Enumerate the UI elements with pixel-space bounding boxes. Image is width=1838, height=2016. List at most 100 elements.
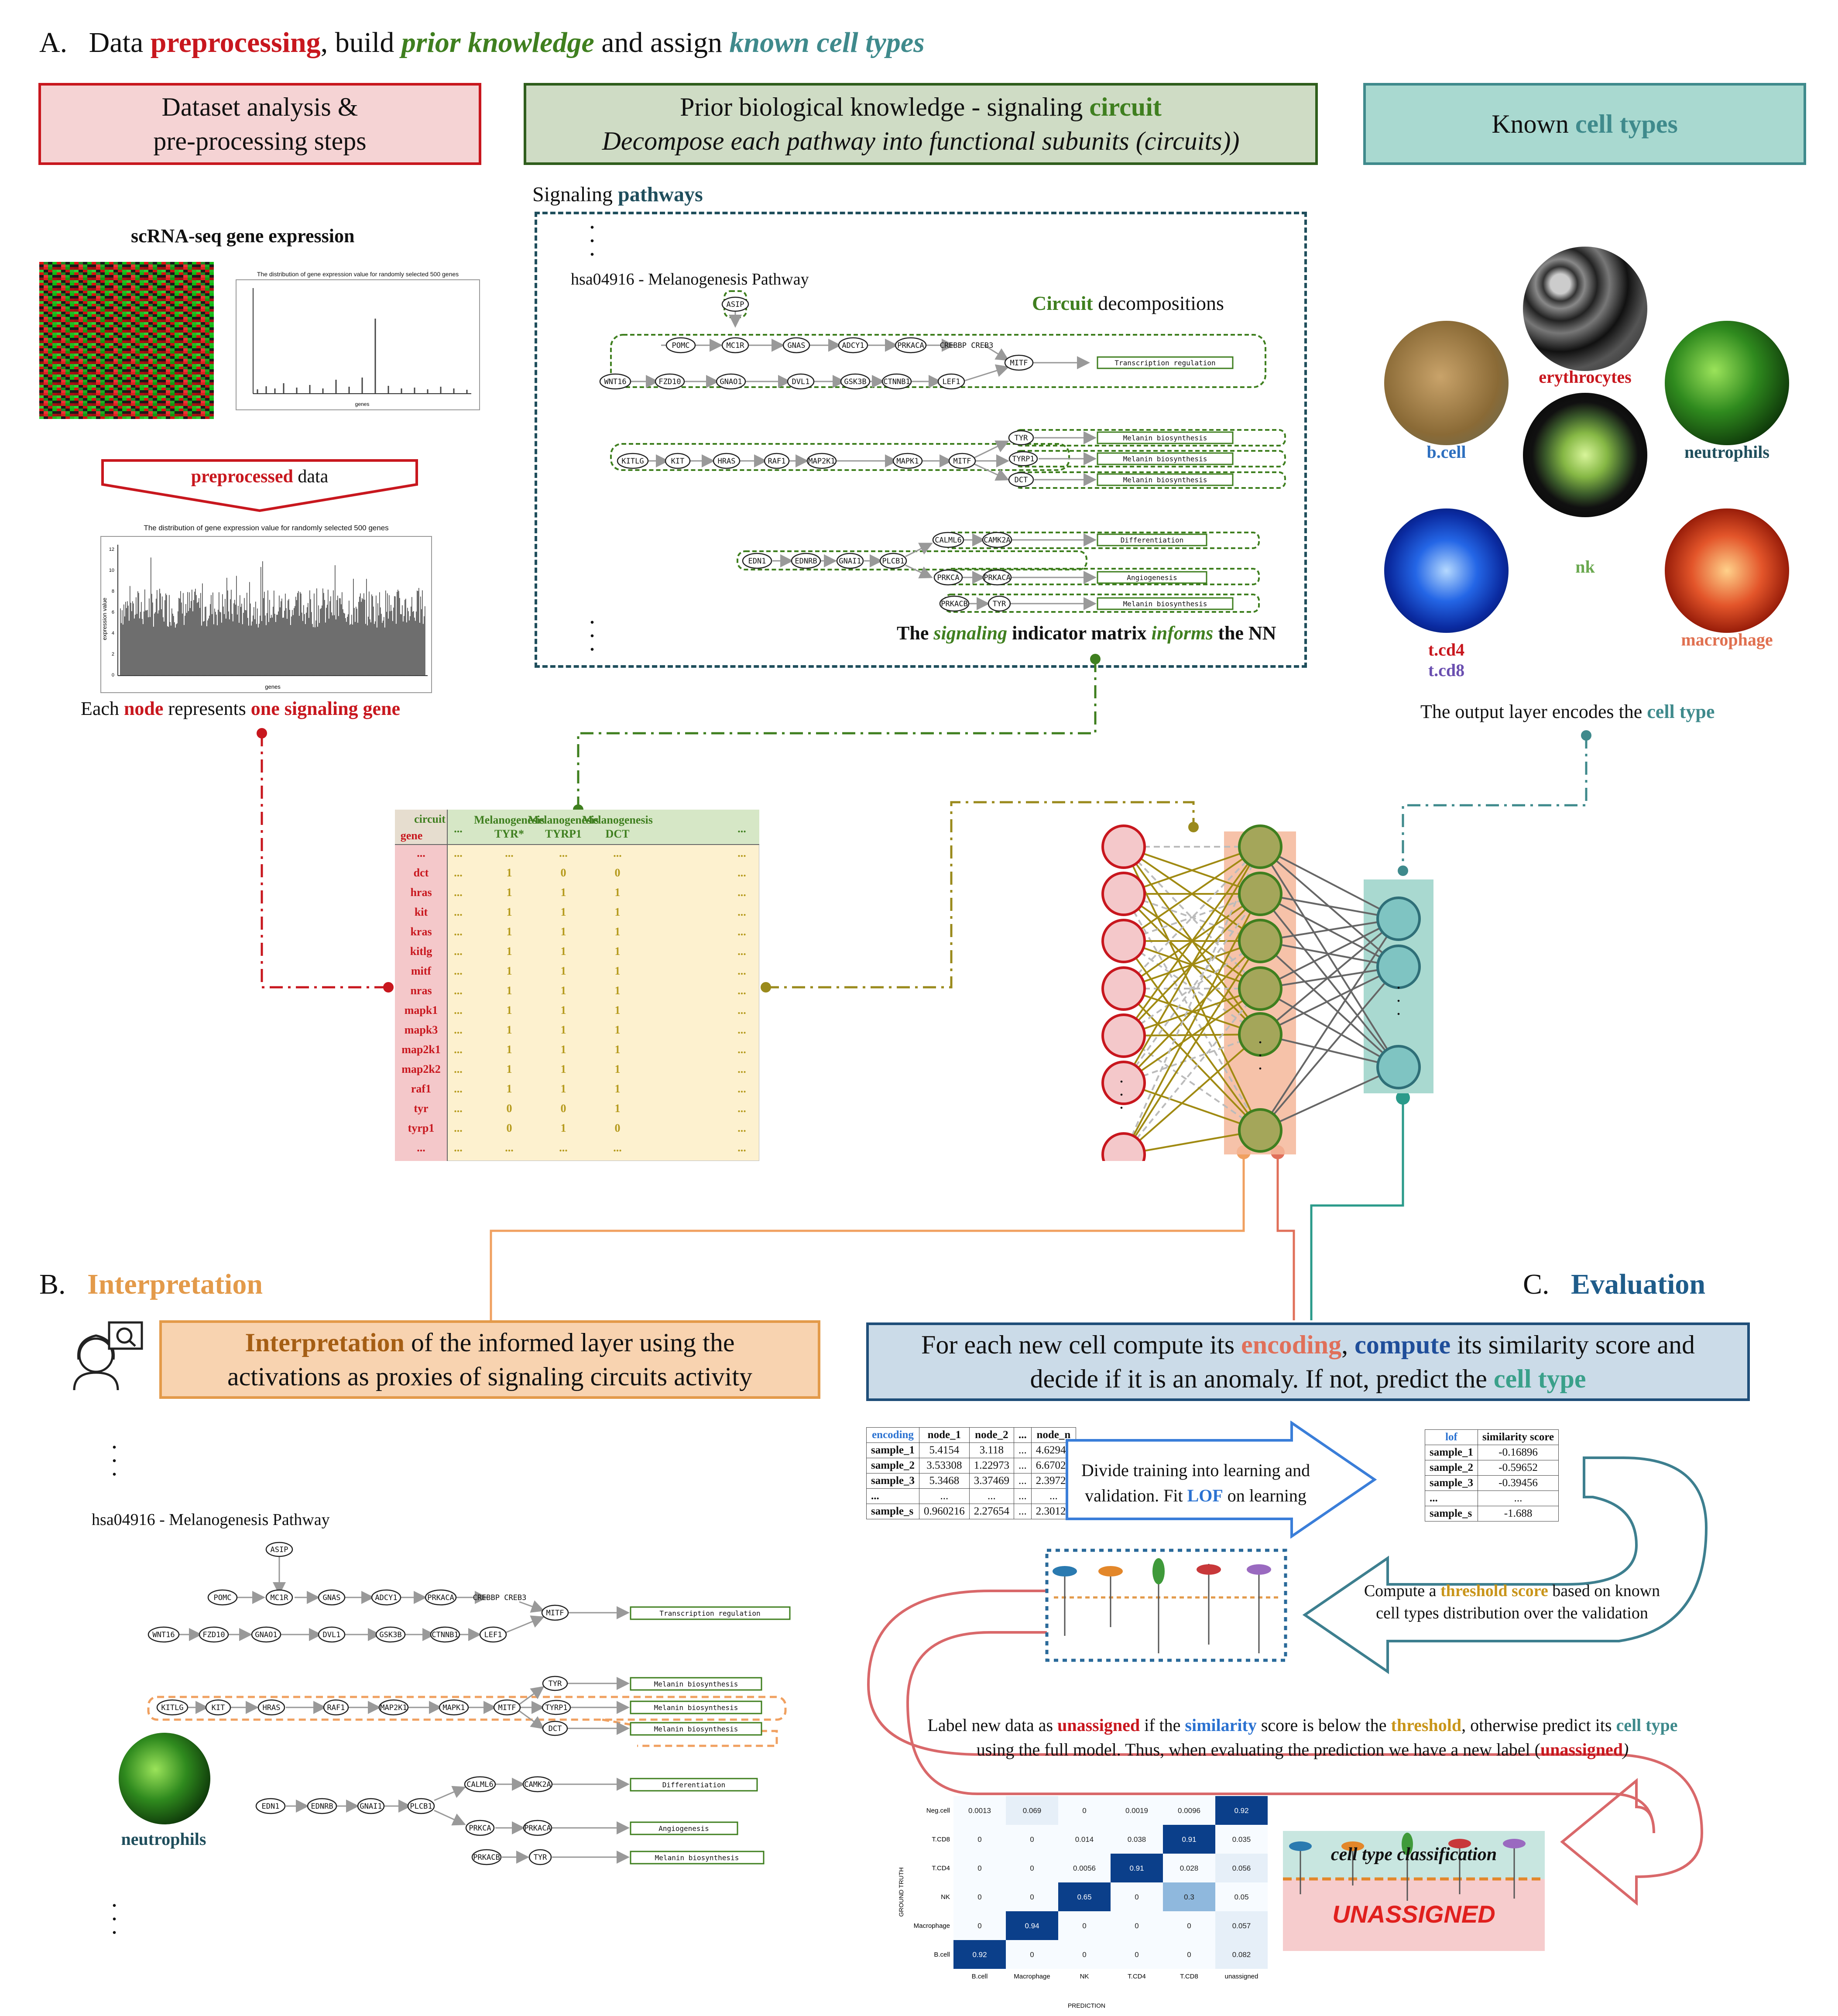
nn-edge [1123,940,1261,1155]
cm-cell [953,1882,1006,1911]
matrix-cell: 1 [615,906,621,918]
expression-bar [261,621,262,676]
expression-bar [382,622,383,676]
nn-edge [1260,918,1399,942]
table-cell: 3.118 [969,1442,1015,1458]
expression-bar [241,604,242,676]
table-header: encoding [866,1427,919,1443]
expression-bar [370,622,371,676]
expression-bar [335,565,336,676]
table-row: sample_1-0.16896 [1425,1445,1559,1460]
expression-bar [419,622,420,676]
pathway-name: hsa04916 - Melanogenesis Pathway [571,270,809,288]
expression-bar [338,616,339,676]
cm-cell [1006,1796,1058,1825]
svg-text:DCT: DCT [549,1724,562,1733]
table-cell: 1.22973 [969,1458,1015,1473]
expression-bar [202,583,203,676]
svg-text:CALML6: CALML6 [935,536,961,545]
expression-bar [296,600,297,676]
expression-bar [417,591,418,676]
circuit-decompositions-label: Circuit decompositions [1032,292,1224,314]
neutrophils-label: neutrophils [1684,442,1769,462]
expression-bar [292,610,293,676]
cm-value: 0.3 [1184,1893,1194,1901]
matrix-cell: 0 [507,1122,512,1134]
cm-cell [1163,1825,1215,1854]
expression-bar [251,625,252,676]
expression-bar [224,614,225,676]
expression-bar [143,624,144,676]
known-cell-types-box: Known cell types [1363,83,1806,165]
expression-bar [403,621,404,676]
cm-value: 0 [1030,1864,1034,1872]
matrix-cell: ... [559,1141,568,1154]
expression-bar [180,591,181,676]
nn-edge [1123,940,1261,1084]
expression-bar [363,593,364,676]
expression-bar [159,588,160,676]
expression-bar [192,611,193,676]
expression-bar [165,593,166,676]
matrix-cell: 1 [507,1043,512,1056]
expression-bar [147,610,148,676]
matrix-cell: ... [737,1043,746,1056]
matrix-cell: ... [454,965,463,977]
matrix-cell: ... [454,1082,463,1095]
expression-bar [222,594,223,676]
expression-bar [326,608,327,676]
matrix-cell: ... [613,1141,622,1154]
heatmap [39,262,214,419]
nn-edge [1123,1130,1261,1155]
expression-bar [142,618,143,676]
table-row: sample_2-0.59652 [1425,1460,1559,1476]
matrix-cell: 1 [561,1082,566,1095]
cm-value: 0.92 [972,1951,987,1959]
nn-edge [1259,846,1399,1068]
expression-bar [285,594,286,676]
svg-text:KIT: KIT [671,457,685,466]
expression-bar [305,624,306,676]
svg-text:CTNNB1: CTNNB1 [432,1631,458,1639]
matrix-cell: ... [737,1004,746,1017]
expression-bar [334,615,335,676]
cm-cell [1163,1854,1215,1882]
input-node [1101,966,1146,1011]
matrix-col-header: ... [454,822,463,835]
expression-bar [352,624,353,676]
svg-text:POMC: POMC [672,341,690,350]
input-node [1101,872,1146,916]
expression-bar [239,622,240,676]
matrix-col-header: Melanogenesis [582,814,653,826]
expression-bar [197,603,198,676]
section-c-heading: C. Evaluation [1523,1268,1706,1300]
expression-bar [304,614,305,676]
table-row: sample_s-1.688 [1425,1506,1559,1521]
cm-cell [1111,1796,1163,1825]
expression-bar [358,602,359,676]
expression-bar [386,611,387,676]
expression-bar [317,626,318,676]
cm-value: 0.0096 [1178,1807,1200,1815]
expression-bar [302,621,303,676]
expression-bar [349,601,350,676]
expression-bar [353,579,354,676]
expression-bar [123,604,124,676]
nn-edge [1123,846,1261,1155]
expression-bar [135,615,136,676]
expression-bar [128,605,129,676]
svg-text:.: . [1396,999,1401,1019]
table-header: similarity score [1477,1429,1559,1445]
table-cell: sample_3 [1425,1475,1478,1491]
expression-bar [189,592,190,676]
section-b-heading: B. Interpretation [39,1268,263,1300]
matrix-col-header: ... [737,822,746,835]
expression-bar [187,592,188,676]
scrna-title: scRNA-seq gene expression [131,225,355,247]
expression-bar [398,591,399,676]
expression-bar [139,618,140,676]
cm-value: 0 [1082,1922,1086,1930]
expression-bar [315,620,316,676]
table-cell: ... [1477,1491,1559,1506]
svg-text:Angiogenesis: Angiogenesis [1127,574,1177,582]
